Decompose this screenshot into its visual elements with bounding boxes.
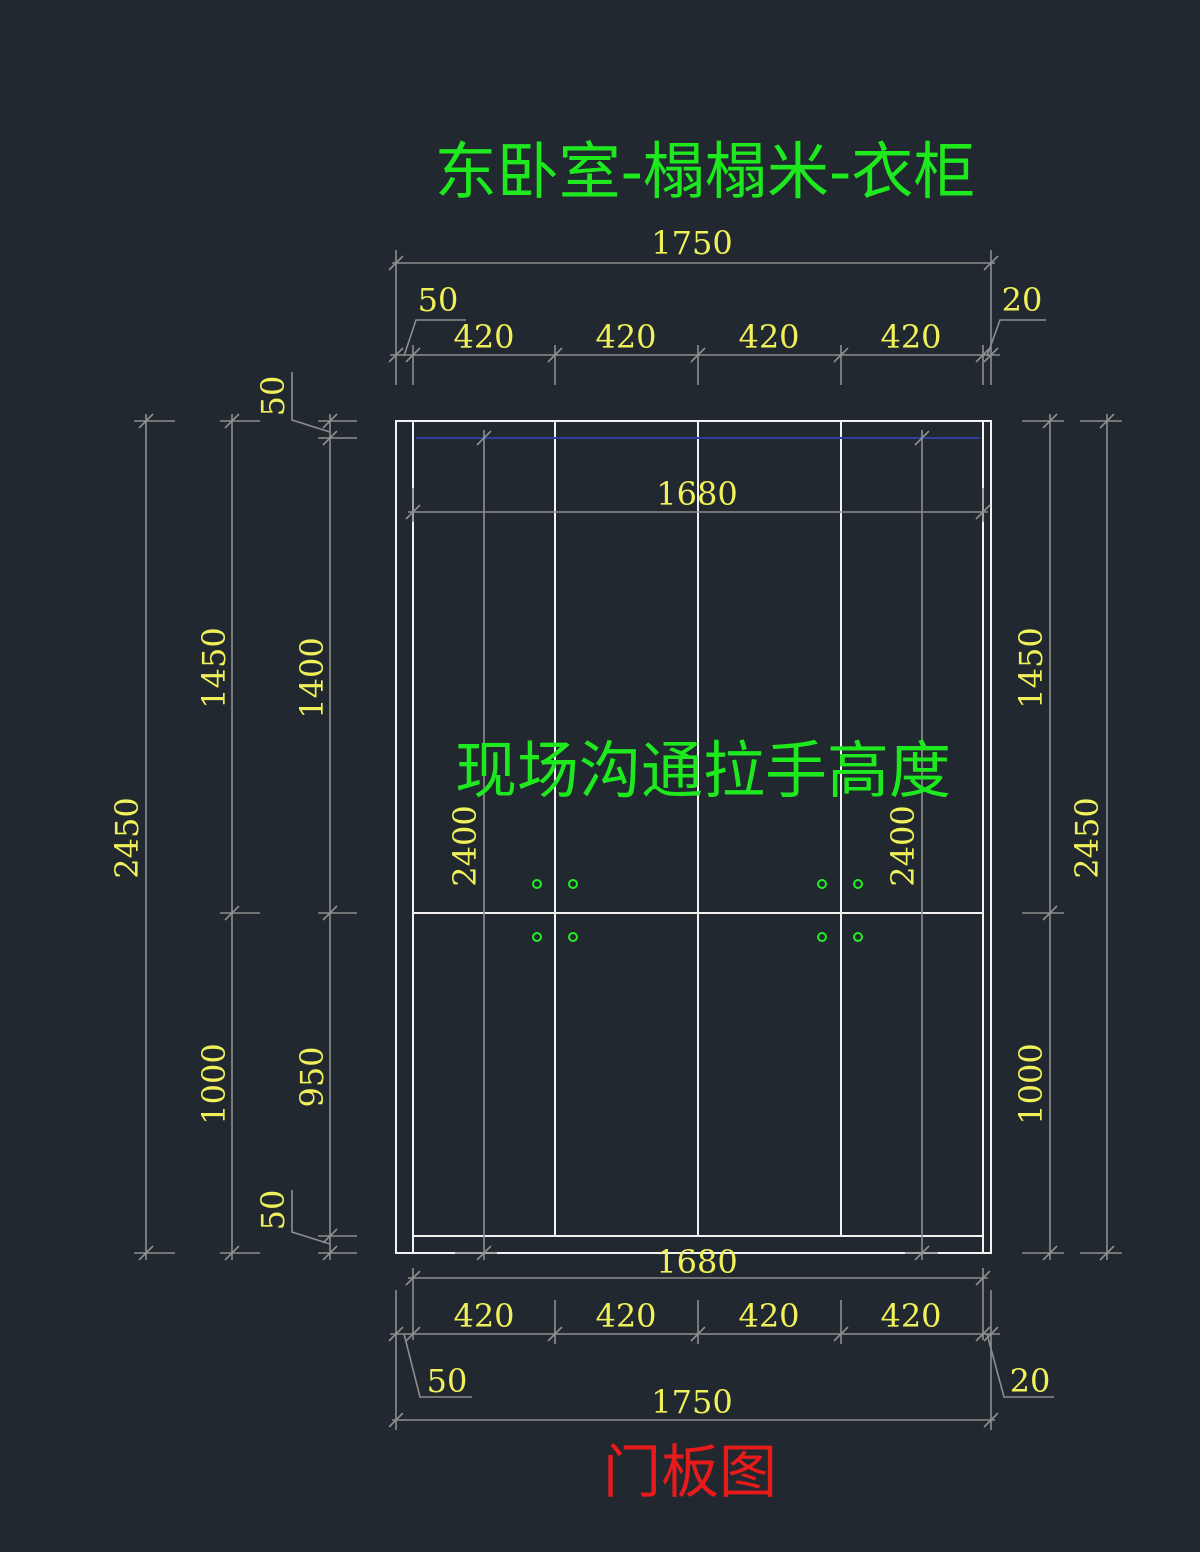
handle-markers xyxy=(532,879,863,942)
dim-inner-left-upper: 1400 xyxy=(293,637,331,718)
handle-height-note: 现场沟通拉手高度 xyxy=(455,734,951,807)
dim-top-panel: 420 xyxy=(880,318,941,356)
dim-left-top-gap: 50 xyxy=(254,376,292,417)
dim-right-lower: 1000 xyxy=(1012,1043,1050,1124)
dim-top-overall: 1750 xyxy=(651,224,732,262)
door-height-dimensions: 2400 2400 xyxy=(446,430,938,1261)
dim-right-overall: 2450 xyxy=(1068,797,1106,878)
dim-bottom-right-gap: 20 xyxy=(1010,1362,1051,1400)
handle-dot xyxy=(568,879,578,889)
dim-bottom-panel: 420 xyxy=(595,1297,656,1335)
outer-frame xyxy=(395,420,992,1254)
dim-left-bottom-gap: 50 xyxy=(254,1190,292,1231)
left-dimensions: 2450 1450 1000 1400 950 50 50 xyxy=(108,372,357,1261)
dim-top-right-gap: 20 xyxy=(1002,281,1043,319)
bottom-dimensions: 1680 420 420 420 420 50 20 1750 xyxy=(388,1243,1054,1430)
handle-dot xyxy=(817,879,827,889)
dim-bottom-panel: 420 xyxy=(880,1297,941,1335)
dim-left-overall: 2450 xyxy=(108,797,146,878)
dim-top-panel: 420 xyxy=(738,318,799,356)
dim-bottom-panel: 420 xyxy=(453,1297,514,1335)
dim-top-panel: 420 xyxy=(453,318,514,356)
dim-door-left-height: 2400 xyxy=(446,805,484,886)
top-dimensions: 1750 420 420 420 420 50 20 xyxy=(388,224,1046,385)
dim-inner-top: 1680 xyxy=(656,475,737,513)
drawing-title: 东卧室-榻榻米-衣柜 xyxy=(435,135,976,208)
dim-right-upper: 1450 xyxy=(1012,627,1050,708)
dim-left-lower: 1000 xyxy=(195,1043,233,1124)
handle-dot xyxy=(853,932,863,942)
handle-dot xyxy=(853,879,863,889)
cabinet-frame xyxy=(395,420,992,1254)
dim-top-left-gap: 50 xyxy=(418,281,459,319)
handle-dot xyxy=(532,879,542,889)
handle-dot xyxy=(817,932,827,942)
dim-top-panel: 420 xyxy=(595,318,656,356)
dim-bottom-left-gap: 50 xyxy=(427,1362,468,1400)
handle-dot xyxy=(568,932,578,942)
dim-bottom-panel: 420 xyxy=(738,1297,799,1335)
handle-dot xyxy=(532,932,542,942)
inner-width-top: 1680 xyxy=(405,475,991,522)
drawing-caption: 门板图 xyxy=(603,1438,777,1506)
dim-bottom-overall: 1750 xyxy=(651,1383,732,1421)
dim-left-upper: 1450 xyxy=(195,627,233,708)
dim-door-right-height: 2400 xyxy=(884,805,922,886)
dim-inner-bottom: 1680 xyxy=(656,1243,737,1281)
right-dimensions: 1450 1000 2450 xyxy=(1012,413,1122,1261)
dim-inner-left-lower: 950 xyxy=(293,1046,331,1107)
